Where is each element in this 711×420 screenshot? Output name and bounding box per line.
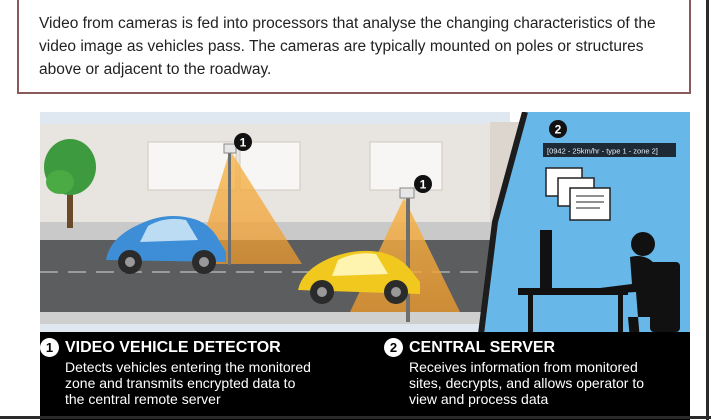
- tree-trunk: [67, 184, 73, 228]
- caption-2-title: CENTRAL SERVER: [409, 338, 556, 356]
- screen-readout-text: [0942 - 25km/hr - type 1 - zone 2]: [547, 147, 658, 156]
- yellow-car: [298, 250, 420, 304]
- callout-2-badge: [549, 120, 567, 138]
- callout-1-number: 1: [240, 136, 247, 150]
- page-border-right: [706, 0, 709, 420]
- desk: [518, 288, 628, 295]
- camera-icon: [223, 143, 237, 154]
- blue-car: [106, 216, 226, 274]
- caption-1-title: VIDEO VEHICLE DETECTOR: [65, 338, 281, 356]
- camera-pole: [228, 147, 231, 265]
- monitor-icon: [540, 230, 552, 292]
- scene-svg: 1 1 2 [0942 - 25km/hr - type 1 - zone 2]: [40, 112, 690, 420]
- intro-paragraph: Video from cameras is fed into processor…: [39, 15, 656, 78]
- caption-1-description: Detects vehicles entering the monitored …: [65, 359, 311, 407]
- street-scene: 1 1: [40, 112, 520, 420]
- caption-video-vehicle-detector: 1 VIDEO VEHICLE DETECTOR Detects vehicle…: [40, 338, 311, 407]
- caption-2-badge: 2: [384, 338, 403, 357]
- curb: [40, 312, 510, 324]
- intro-text-box: Video from cameras is fed into processor…: [17, 0, 691, 94]
- screen-readout-box: [543, 143, 676, 157]
- caption-2-description: Receives information from monitored site…: [409, 359, 645, 407]
- video-detection-illustration: 1 1 2 [0942 - 25km/hr - type 1 - zone 2]: [40, 112, 690, 420]
- callout-1-number: 1: [420, 178, 427, 192]
- callout-2-number: 2: [555, 123, 562, 137]
- page-border-bottom: [0, 416, 711, 419]
- callout-1-badge: [414, 175, 432, 193]
- camera-icon: [399, 187, 415, 199]
- camera-view-cone: [195, 150, 302, 264]
- documents-icon: [545, 167, 611, 221]
- caption-central-server: 2 CENTRAL SERVER Receives information fr…: [384, 338, 644, 407]
- camera-pole: [406, 194, 410, 322]
- callout-1-badge: [234, 133, 252, 151]
- caption-1-badge: 1: [40, 338, 59, 357]
